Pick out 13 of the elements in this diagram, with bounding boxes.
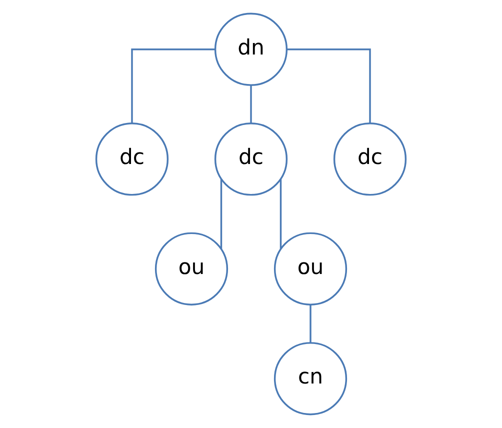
connector [131,48,216,124]
connector [286,48,371,124]
node-circle: dc [95,122,169,196]
node-circle: ou [154,232,228,306]
node-circle: dn [214,12,288,86]
connector [250,85,252,124]
connector [280,179,282,249]
node-circle: ou [274,232,348,306]
connector [220,179,222,249]
node-circle: dc [333,122,407,196]
connector [310,304,312,343]
node-circle: dc [214,122,288,196]
node-circle: cn [274,342,348,416]
